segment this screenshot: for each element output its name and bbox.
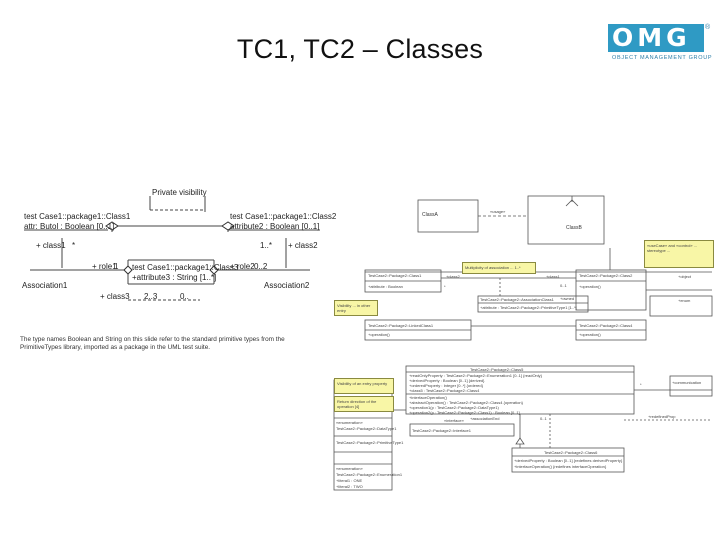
class3-attribute: +attribute3 : String [1..*] <box>132 273 217 282</box>
class1-attribute: attr: Butol : Boolean [0..1] <box>24 222 115 231</box>
usage-label: «usage» <box>490 209 506 214</box>
tc-linked-name: TestCase2::Package2::LinkedClass1 <box>368 323 434 328</box>
tc-class1-name: TestCase2::Package2::Class1 <box>368 273 422 278</box>
assoc-class-attr: +attribute : TestCase2::Package2::Primit… <box>480 305 577 310</box>
class2-attribute: attribute2 : Boolean [0..1] <box>230 222 320 231</box>
left-stub-literal1: +literal1 : ONE <box>336 478 363 483</box>
tc-class1-attr: +attribute : Boolean <box>368 284 403 289</box>
main-op: +operation2(p : TestCase2::Package2::Cla… <box>409 410 520 415</box>
class2-name: test Case1::package1::Class2 <box>230 212 337 221</box>
role-redefined: +redefinedProp <box>648 414 676 419</box>
footnote-line2: PrimitiveTypes library, imported as a pa… <box>20 344 211 351</box>
role-owned: +owned <box>560 296 575 301</box>
private-visibility-label: Private visibility <box>152 188 207 197</box>
note-return-direction: Return direction of the operation [4] <box>334 396 394 412</box>
main-attr: +orderedProperty : Integer [0..*] {order… <box>409 383 483 388</box>
main-op: +interfaceOperation() <box>409 395 447 400</box>
logo-background <box>608 24 704 52</box>
interface-name: TestCase2::Package2::Interface1 <box>412 428 471 433</box>
end-role2-mult: 0..2 <box>254 262 268 271</box>
tc-linked-attr: +operation() <box>368 332 390 337</box>
left-stub-datatype: TestCase2::Package2::DataType1 <box>336 426 397 431</box>
mult-star: * <box>444 284 446 289</box>
mult-1star: 1..* <box>260 241 273 250</box>
association1-label: Association1 <box>22 281 68 290</box>
main-op: +abstractOperation() : TestCase2::Packag… <box>409 400 523 405</box>
page-title: TC1, TC2 – Classes <box>236 34 484 64</box>
interface-stereotype: «interface» <box>444 418 464 423</box>
note-multiplicity: Multiplicity of association ... 1..* <box>462 262 536 274</box>
mult-01: 0..1 <box>560 283 567 288</box>
left-stub-literal2: +literal2 : TWO <box>336 484 363 489</box>
tc-class2-name: TestCase2::Package2::Class2 <box>579 273 633 278</box>
note-entry-property: Visibility of an entry property <box>334 378 394 394</box>
bottom-class-op: +interfaceOperation() {redefines interfa… <box>514 464 607 469</box>
association2-label: Association2 <box>264 281 310 290</box>
bottom-class-name: TestCase2::Package2::Class6 <box>544 450 598 455</box>
left-stub-primitive: TestCase2::Package2::PrimitiveType1 <box>336 440 404 445</box>
main-class-name: TestCase2::Package2::Class5 <box>470 367 524 372</box>
association-end: +associationEnd <box>470 416 500 421</box>
main-attr: +class5 : TestCase2::Package2::Class4 <box>409 388 480 393</box>
omg-logo: OMG ® OBJECT MANAGEMENT GROUP <box>608 23 713 70</box>
end-class1: + class1 <box>36 241 66 250</box>
left-stub-stereotype: «enumeration» <box>336 420 363 425</box>
note-visibility: Visibility ... in other entry <box>334 300 378 316</box>
role-communication: +communication <box>672 380 702 385</box>
mult-star: * <box>640 382 642 387</box>
end-role2: + role2 <box>230 262 255 271</box>
assoc-class-name: TestCase2::Package2::AssociationClass1 <box>480 297 554 302</box>
class1-name: test Case1::package1::Class1 <box>24 212 131 221</box>
class3-name: test Case1::package1::Class3 <box>132 263 239 272</box>
role-enum: +enum <box>678 298 691 303</box>
logo-tagline: OBJECT MANAGEMENT GROUP <box>612 55 713 61</box>
bottom-class-attr: +derivedProperty : Boolean [0..1] {redef… <box>514 458 623 463</box>
logo-letters: OMG <box>612 23 691 52</box>
mult-01: 0..1 <box>540 416 547 421</box>
classA-name: ClassA <box>422 212 438 218</box>
end-role1-mult: 1 <box>114 262 119 271</box>
left-stub-enum-name: TestCase2::Package2::Enumeration1 <box>336 472 403 477</box>
tc-class4-name: TestCase2::Package2::Class4 <box>579 323 633 328</box>
mult-2to3: 2..3 <box>144 292 158 301</box>
classB-name: ClassB <box>566 225 582 231</box>
role-class2: +class2 <box>446 274 460 279</box>
role-object: +object <box>678 274 692 279</box>
mult-0: 0.. <box>180 292 189 301</box>
left-stub-enum-stereotype: «enumeration» <box>336 466 363 471</box>
end-role1: + role1 <box>92 262 117 271</box>
main-class-attributes: +readOnlyProperty : TestCase2::Package2:… <box>409 373 634 415</box>
tc-class4-attr: +operation() <box>579 332 601 337</box>
registered-mark: ® <box>705 24 711 31</box>
aggregation-diamond-left <box>105 221 119 231</box>
end-class3: + class3 <box>100 292 130 301</box>
mult-star: * <box>72 241 76 250</box>
main-attr: +readOnlyProperty : TestCase2::Package2:… <box>409 373 543 378</box>
role-class1: +class1 <box>546 274 560 279</box>
note-top-right: «useCase» and «control» ... stereotype .… <box>644 240 714 268</box>
tc-class2-attr: +operation() <box>579 284 601 289</box>
main-op: +operation1(p : TestCase2::Package2::Dat… <box>409 405 499 410</box>
aggregation-diamond-right <box>221 221 235 231</box>
footnote-line1: The type names Boolean and String on thi… <box>20 336 285 343</box>
classB-box <box>527 195 605 245</box>
main-attr: +derivedProperty : Boolean [0..1] {deriv… <box>409 378 485 383</box>
end-class2: + class2 <box>288 241 318 250</box>
